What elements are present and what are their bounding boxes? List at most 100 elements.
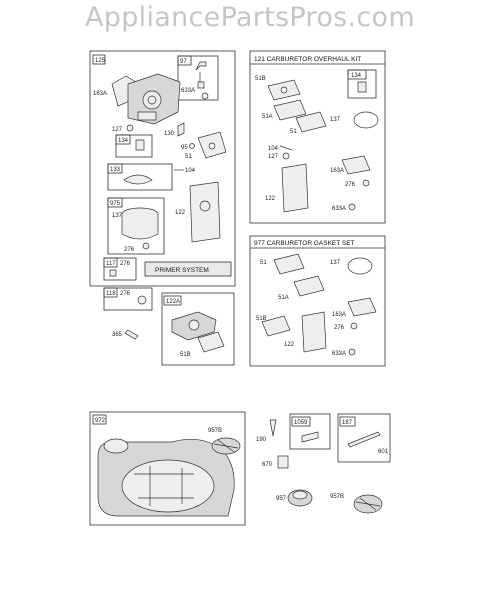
fuel-cap-957-top — [292, 490, 308, 500]
section-box-125 — [89, 50, 236, 287]
label-1059: 1059 — [294, 420, 308, 426]
kit-pin-104 — [279, 145, 293, 151]
small-parts-section: 190 670 1059 187 601 957 957B — [256, 413, 391, 514]
set-label-51b: 51B — [256, 316, 267, 322]
gasket-set-section: 977 CARBURETOR GASKET SET 51 137 51A 51B… — [249, 235, 386, 367]
part-box-122a — [161, 292, 235, 366]
housing-ribs — [134, 466, 194, 506]
set-gasket-51 — [273, 253, 305, 275]
label-187: 187 — [342, 420, 353, 426]
label-125: 125 — [95, 58, 106, 64]
housing-opening-shape — [121, 459, 215, 513]
overhaul-kit-title: 121 CARBURETOR OVERHAUL KIT — [254, 56, 361, 63]
label-box-125 — [92, 54, 106, 65]
label-122a: 122A — [166, 299, 180, 305]
set-label-163a: 163A — [332, 312, 346, 318]
label-163a: 163A — [93, 91, 107, 97]
set-label-633a: 633A — [332, 351, 346, 357]
set-gasket-163a — [347, 297, 377, 317]
kit-gasket-51b-hole — [280, 86, 288, 94]
set-label-122: 122 — [284, 342, 295, 348]
label-601: 601 — [378, 449, 389, 455]
set-label-137: 137 — [330, 260, 341, 266]
label-95: 95 — [181, 145, 188, 151]
label-51: 51 — [185, 154, 192, 160]
kit-label-51b: 51B — [255, 76, 266, 82]
carburetor-assembly-section: 125 97 633A 163A 127 130 134 95 51 133 — [89, 50, 236, 287]
label-small-957b: 957B — [330, 494, 344, 500]
kit-gasket-51 — [295, 111, 327, 133]
screw-365-shape — [124, 329, 139, 340]
part-633a-shape — [201, 92, 209, 100]
set-label-51: 51 — [260, 260, 267, 266]
watermark: AppliancePartsPros.com — [85, 2, 415, 33]
kit-gasket-51a — [273, 99, 307, 121]
label-130: 130 — [164, 131, 175, 137]
part-box-117 — [103, 257, 137, 281]
part-117-shape — [109, 269, 117, 277]
kit-label-104: 104 — [268, 146, 279, 152]
kit-label-137: 137 — [330, 117, 341, 123]
label-137: 137 — [112, 213, 123, 219]
set-gasket-51a — [293, 275, 325, 297]
label-670: 670 — [262, 462, 273, 468]
part-670-shape — [277, 455, 289, 469]
set-plate-122 — [301, 311, 327, 353]
label-118-276: 276 — [120, 291, 131, 297]
kit-gasket-163a — [341, 155, 371, 175]
gasket-51-hole — [208, 142, 216, 150]
part-118-shape — [137, 295, 147, 305]
label-box-972 — [92, 414, 107, 425]
plate-122-hole — [199, 200, 211, 212]
kit-part-127 — [282, 152, 290, 160]
part-134-shape — [135, 139, 145, 151]
part-187-shape — [347, 431, 381, 448]
label-190: 190 — [256, 437, 267, 443]
part-box-975 — [107, 197, 165, 255]
part-box-1059 — [289, 413, 331, 450]
part-130-shape — [177, 122, 185, 137]
fuel-cap-957b-ridges — [213, 439, 239, 453]
kit-part-633a — [348, 203, 356, 211]
kit-oring-137 — [353, 111, 379, 129]
set-oring-137 — [347, 257, 373, 275]
blower-housing-box — [89, 411, 246, 526]
kit-label-276: 276 — [345, 182, 356, 188]
kit-plate-122 — [281, 163, 309, 213]
oil-fill-cap-shape — [103, 438, 129, 454]
label-97: 97 — [180, 59, 187, 65]
gasket-set-title: 977 CARBURETOR GASKET SET — [254, 240, 355, 247]
label-957: 957 — [276, 496, 287, 502]
part-box-187 — [337, 413, 391, 463]
set-label-51a: 51A — [278, 295, 289, 301]
set-part-276 — [350, 322, 358, 330]
part-190-shape — [269, 419, 277, 437]
label-276: 276 — [124, 247, 135, 253]
kit-part-box-134 — [347, 69, 377, 99]
misc-parts-section: 118 276 122A 51B 365 — [103, 287, 235, 366]
kit-label-51: 51 — [290, 129, 297, 135]
label-633a: 633A — [181, 88, 195, 94]
plate-122-shape — [189, 181, 221, 243]
float-133-shape — [123, 174, 153, 185]
part-box-134 — [115, 134, 153, 158]
part-1059-shape — [301, 431, 319, 443]
label-box-122a — [163, 295, 182, 306]
primer-bulb-part — [195, 61, 207, 89]
label-133: 133 — [110, 167, 121, 173]
part-95-shape — [189, 143, 195, 149]
label-127: 127 — [112, 127, 123, 133]
label-117-276: 276 — [120, 261, 131, 267]
part-127-shape — [126, 124, 134, 132]
label-104: 104 — [185, 168, 196, 174]
carburetor-bowl-shape — [137, 111, 157, 121]
label-134: 134 — [118, 138, 129, 144]
label-box-187 — [339, 416, 356, 427]
carburetor-bore-shape — [147, 95, 157, 105]
blower-housing-section: 972 957B — [89, 411, 246, 526]
kit-part-276 — [362, 179, 370, 187]
kit-label-127: 127 — [268, 154, 279, 160]
label-117: 117 — [106, 261, 116, 267]
part-box-133 — [107, 163, 173, 191]
